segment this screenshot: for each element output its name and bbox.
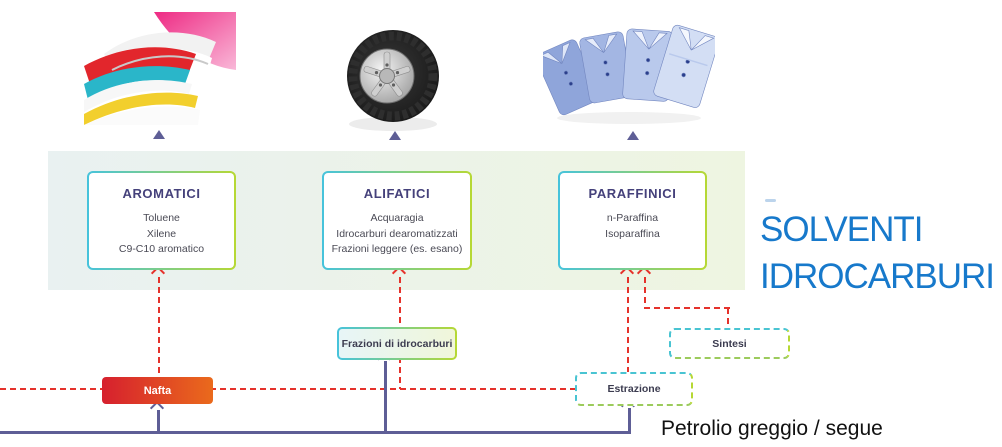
node-sintesi-label: Sintesi	[712, 337, 747, 350]
node-sintesi: Sintesi	[669, 328, 790, 359]
magazines-image	[84, 12, 236, 125]
node-nafta: Nafta	[102, 377, 213, 404]
node-frazioni-di-idrocarburi: Frazioni di idrocarburi	[337, 327, 457, 360]
group-box-paraffinici: PARAFFINICI n-Paraffina Isoparaffina	[558, 171, 707, 270]
group-box-alifatici: ALIFATICI Acquaragia Idrocarburi dearoma…	[322, 171, 472, 270]
red-connector-estrazione-paraffinici	[627, 277, 629, 373]
petrolio-baseline	[0, 431, 631, 434]
group-item: Idrocarburi dearomatizzati	[336, 227, 458, 240]
decorative-dash	[765, 199, 776, 202]
page-title-line1: SOLVENTI	[760, 210, 924, 249]
page-title: SOLVENTI IDROCARBURI	[760, 206, 1002, 300]
purple-stem-estrazione	[628, 408, 631, 432]
node-estrazione: Estrazione	[575, 372, 693, 406]
group-item: n-Paraffina	[606, 212, 659, 224]
node-nafta-label: Nafta	[143, 384, 172, 397]
group-item: Xilene	[146, 227, 177, 240]
red-connector-sintesi-elbow	[644, 307, 730, 309]
node-frazioni-label: Frazioni di idrocarburi	[341, 337, 453, 350]
pointer-triangle-magazines	[153, 130, 165, 139]
petrolio-caption: Petrolio greggio / segue	[661, 417, 883, 440]
group-item: Acquaragia	[370, 212, 424, 224]
group-title-aromatici: AROMATICI	[122, 186, 201, 201]
group-item: Toluene	[143, 212, 180, 224]
red-dashed-main-line	[0, 388, 576, 390]
group-item: Isoparaffina	[605, 227, 660, 240]
group-title-paraffinici: PARAFFINICI	[588, 186, 677, 201]
group-title-alifatici: ALIFATICI	[363, 186, 431, 201]
purple-stem-frazioni	[384, 361, 387, 432]
shirts-image	[543, 24, 715, 124]
red-connector-sintesi-paraffinici-vertical	[644, 277, 646, 309]
group-box-aromatici: AROMATICI Toluene Xilene C9-C10 aromatic…	[87, 171, 236, 270]
node-estrazione-label: Estrazione	[607, 383, 661, 395]
tire-image	[347, 30, 439, 131]
pointer-triangle-shirts	[627, 131, 639, 140]
purple-stem-nafta	[157, 410, 160, 432]
group-item: C9-C10 aromatico	[118, 243, 205, 255]
page-title-line2: IDROCARBURI	[760, 257, 995, 296]
pointer-triangle-tire	[389, 131, 401, 140]
group-item: Frazioni leggere (es. esano)	[331, 243, 463, 255]
red-connector-nafta-aromatici	[158, 277, 160, 377]
red-connector-sintesi-drop	[727, 308, 729, 328]
